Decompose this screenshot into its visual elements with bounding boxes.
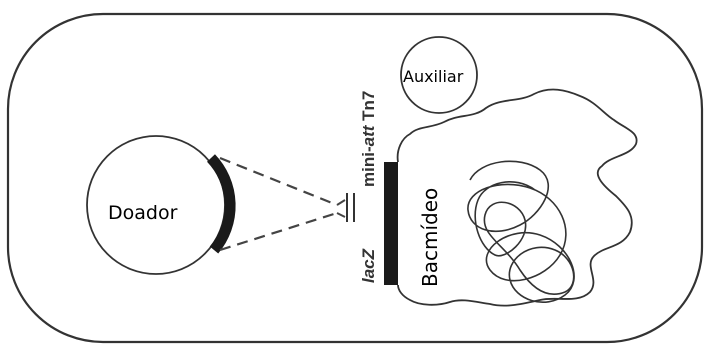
dashed-tail-top <box>336 199 346 206</box>
bacmid-dna-tangle <box>467 160 575 304</box>
lacz-label: lacZ <box>359 248 378 283</box>
dashed-line-top <box>219 156 338 207</box>
donor-label: Doador <box>108 202 178 224</box>
bacmid-label: Bacmídeo <box>418 188 442 287</box>
helper-plasmid <box>400 36 478 114</box>
dashed-tail-bottom <box>336 212 346 218</box>
bacmid-outline <box>396 88 638 307</box>
helper-label: Auxiliar <box>403 67 464 86</box>
bacmid-insert-bar <box>384 162 398 285</box>
dashed-line-bottom <box>219 211 338 252</box>
donor-insert-arc <box>206 154 236 254</box>
mini-att-tn7-label: mini-att Tn7 <box>359 91 378 187</box>
